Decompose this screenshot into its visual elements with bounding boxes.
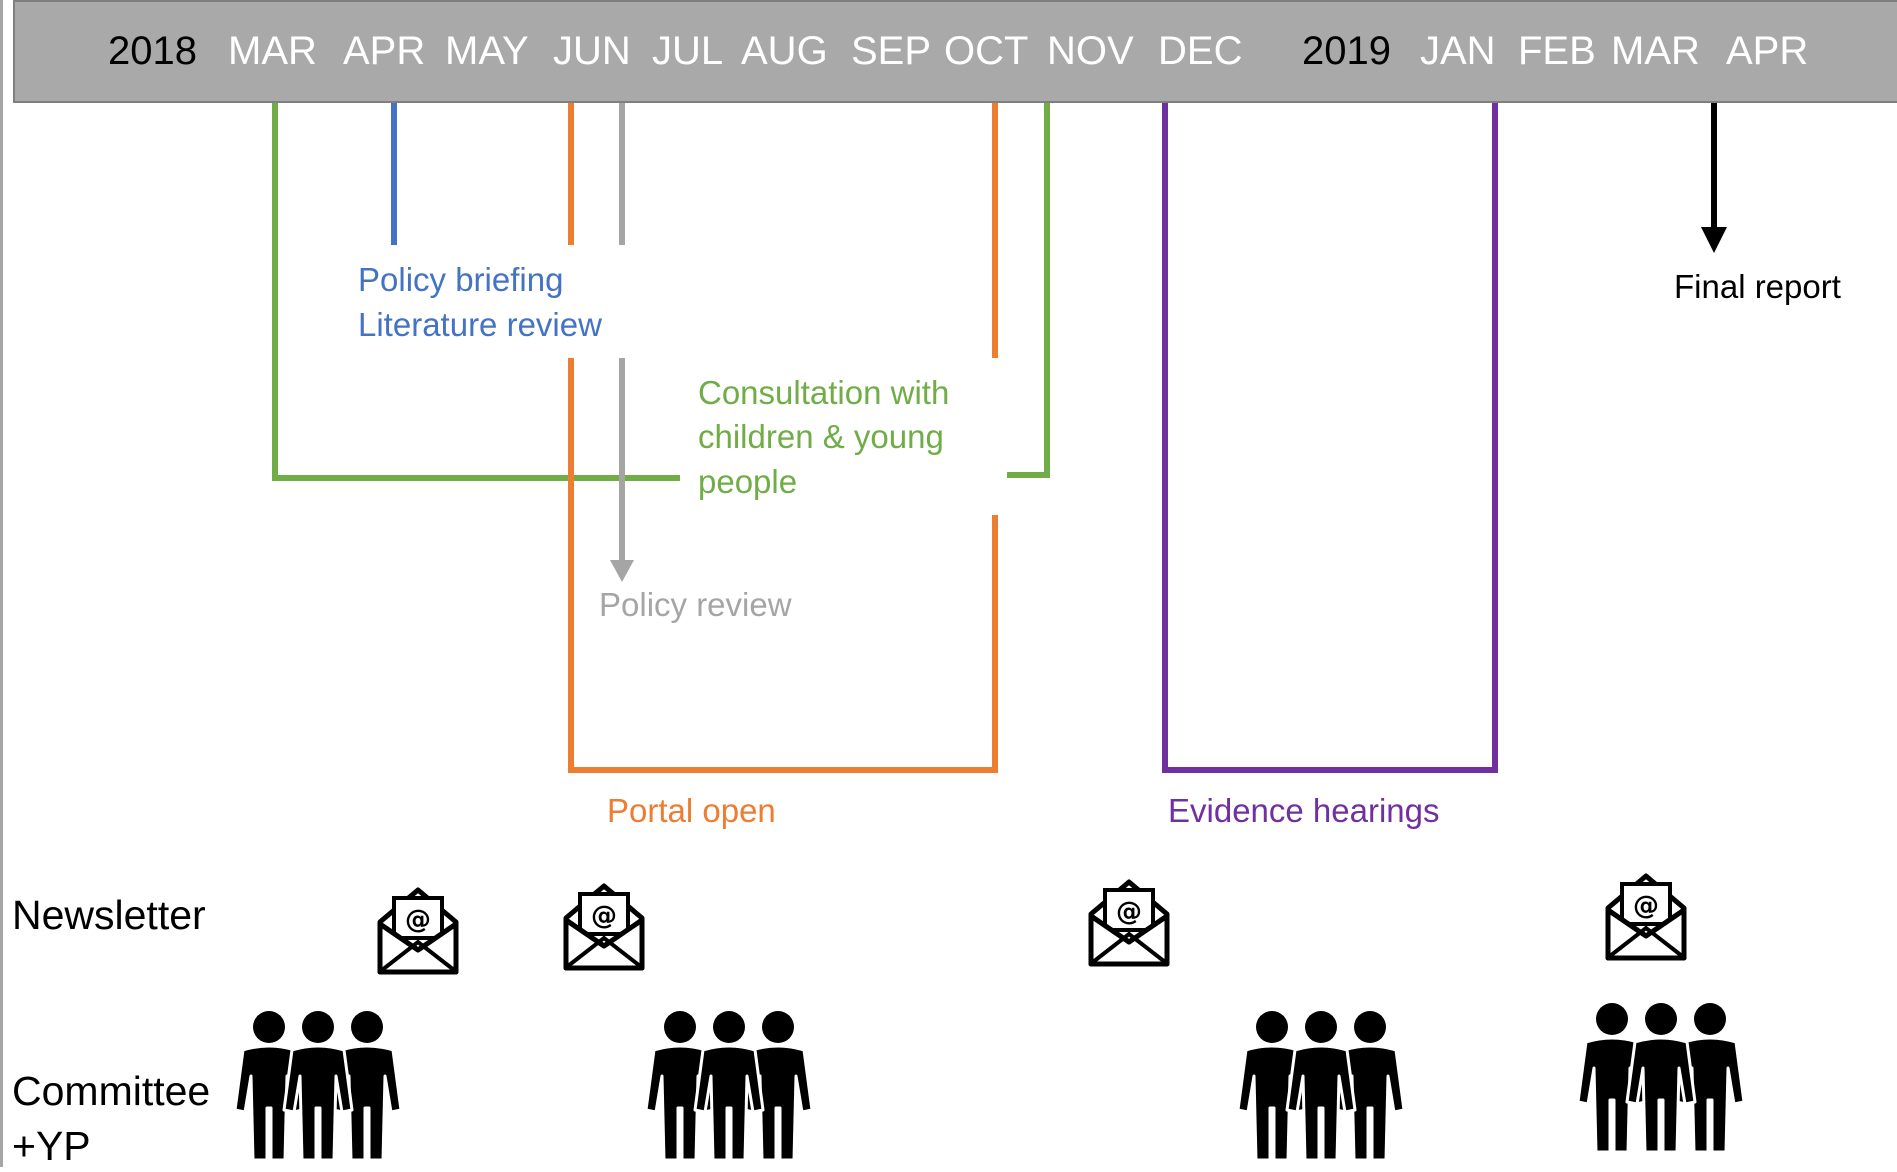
timeline-month-mar: MAR	[228, 29, 317, 73]
newsletter-envelope-icon-feb: @	[1605, 873, 1687, 961]
timeline-month-jul: JUL	[652, 29, 724, 73]
committee-group-icon-jun	[644, 1011, 814, 1162]
svg-text:@: @	[1633, 891, 1659, 921]
committee-group-icon-mar	[233, 1011, 403, 1162]
timeline-month-dec: DEC	[1158, 29, 1243, 73]
portal-open-label: Portal open	[607, 792, 776, 829]
consultation-bracket	[272, 103, 1050, 481]
committee-row-label-line-2: +YP	[12, 1123, 91, 1169]
literature-review-label: Literature review	[358, 306, 602, 343]
timeline-month-apr: APR	[343, 29, 426, 73]
timeline-month-jun: JUN	[553, 29, 631, 73]
consultation-label-line-3: people	[698, 463, 798, 500]
portal-open-bracket	[568, 103, 998, 773]
svg-text:@: @	[405, 905, 431, 935]
policy-briefing-label: Policy briefing	[358, 261, 564, 298]
committee-group-icon-dec	[1236, 1011, 1406, 1162]
timeline-month-sep: SEP	[851, 29, 932, 73]
newsletter-envelope-icon-apr: @	[377, 887, 459, 975]
timeline-month-may: MAY	[445, 29, 529, 73]
timeline-month-oct: OCT	[944, 29, 1029, 73]
timeline-year-2018: 2018	[108, 29, 197, 73]
newsletter-envelope-icon-jun: @	[563, 883, 645, 971]
timeline-month-apr-2019: APR	[1726, 29, 1809, 73]
timeline-year-2019: 2019	[1302, 29, 1391, 73]
timeline-month-jan: JAN	[1420, 29, 1496, 73]
newsletter-envelope-icon-nov: @	[1088, 879, 1170, 967]
left-border	[0, 0, 3, 1167]
timeline-month-aug: AUG	[741, 29, 828, 73]
evidence-hearings-bracket	[1162, 103, 1498, 773]
timeline-month-feb: FEB	[1518, 29, 1596, 73]
final-report-arrow	[1701, 103, 1727, 253]
evidence-hearings-label: Evidence hearings	[1168, 792, 1440, 829]
newsletter-row-label: Newsletter	[12, 892, 206, 938]
timeline-month-mar-2019: MAR	[1611, 29, 1700, 73]
committee-row-label-line-1: Committee	[12, 1068, 211, 1114]
final-report-label: Final report	[1674, 268, 1841, 305]
committee-group-icon-mar-2019	[1576, 1003, 1746, 1154]
timeline-header-bar	[13, 0, 1897, 103]
consultation-label-line-1: Consultation with	[698, 374, 950, 411]
policy-review-arrow	[610, 103, 634, 582]
policy-review-label: Policy review	[599, 586, 792, 623]
svg-text:@: @	[591, 901, 617, 931]
svg-text:@: @	[1116, 897, 1142, 927]
consultation-label-line-2: children & young	[698, 418, 944, 455]
timeline-month-nov: NOV	[1047, 29, 1134, 73]
